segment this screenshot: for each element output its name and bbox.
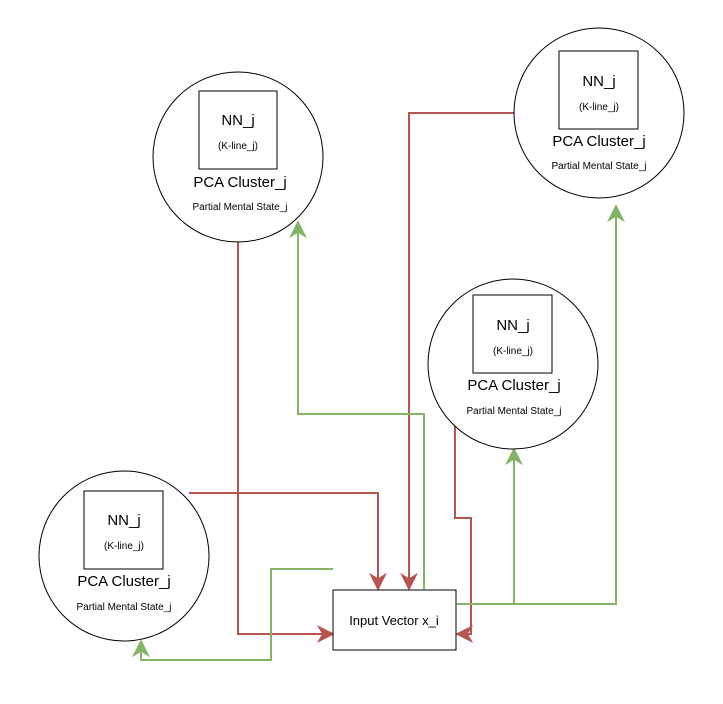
pca-cluster-label: PCA Cluster_j xyxy=(77,573,170,590)
nn-box[interactable] xyxy=(198,90,278,170)
nn-box[interactable] xyxy=(83,490,164,570)
edge-input-to-cluster-top-right xyxy=(457,204,625,605)
kline-label: (K-line_j) xyxy=(493,346,533,357)
pca-cluster-top-left[interactable]: NN_j (K-line_j) PCA Cluster_j Partial Me… xyxy=(152,71,324,243)
kline-label: (K-line_j) xyxy=(104,541,144,552)
partial-mental-state-label: Partial Mental State_j xyxy=(466,406,561,417)
edge-cluster-top-right-to-input xyxy=(400,112,515,591)
input-vector-label: Input Vector x_i xyxy=(349,613,439,628)
pca-cluster-label: PCA Cluster_j xyxy=(193,174,286,191)
kline-label: (K-line_j) xyxy=(218,141,258,152)
input-vector-node[interactable]: Input Vector x_i xyxy=(332,589,457,651)
red-edges xyxy=(189,112,515,643)
partial-mental-state-label: Partial Mental State_j xyxy=(76,602,171,613)
pca-cluster-top-right[interactable]: NN_j (K-line_j) PCA Cluster_j Partial Me… xyxy=(513,27,685,199)
edge-input-to-cluster-bottom-left xyxy=(132,568,333,661)
pca-cluster-label: PCA Cluster_j xyxy=(467,377,560,394)
input-vector-box[interactable] xyxy=(332,589,457,651)
pca-cluster-mid-right[interactable]: NN_j (K-line_j) PCA Cluster_j Partial Me… xyxy=(427,278,599,450)
pca-cluster-label: PCA Cluster_j xyxy=(552,133,645,150)
nn-label: NN_j xyxy=(582,73,615,90)
nn-box[interactable] xyxy=(472,294,553,374)
green-edges xyxy=(132,204,625,661)
nn-label: NN_j xyxy=(221,112,254,129)
partial-mental-state-label: Partial Mental State_j xyxy=(192,202,287,213)
edge-cluster-top-left-to-input xyxy=(237,242,335,643)
edge-cluster-mid-right-to-input xyxy=(454,420,474,643)
nn-box[interactable] xyxy=(558,50,639,130)
kline-label: (K-line_j) xyxy=(579,102,619,113)
edge-input-to-cluster-top-left xyxy=(289,220,425,589)
nn-label: NN_j xyxy=(496,317,529,334)
edge-cluster-bottom-left-to-input xyxy=(189,492,387,591)
nn-label: NN_j xyxy=(107,512,140,529)
pca-cluster-bottom-left[interactable]: NN_j (K-line_j) PCA Cluster_j Partial Me… xyxy=(38,470,210,642)
partial-mental-state-label: Partial Mental State_j xyxy=(551,161,646,172)
